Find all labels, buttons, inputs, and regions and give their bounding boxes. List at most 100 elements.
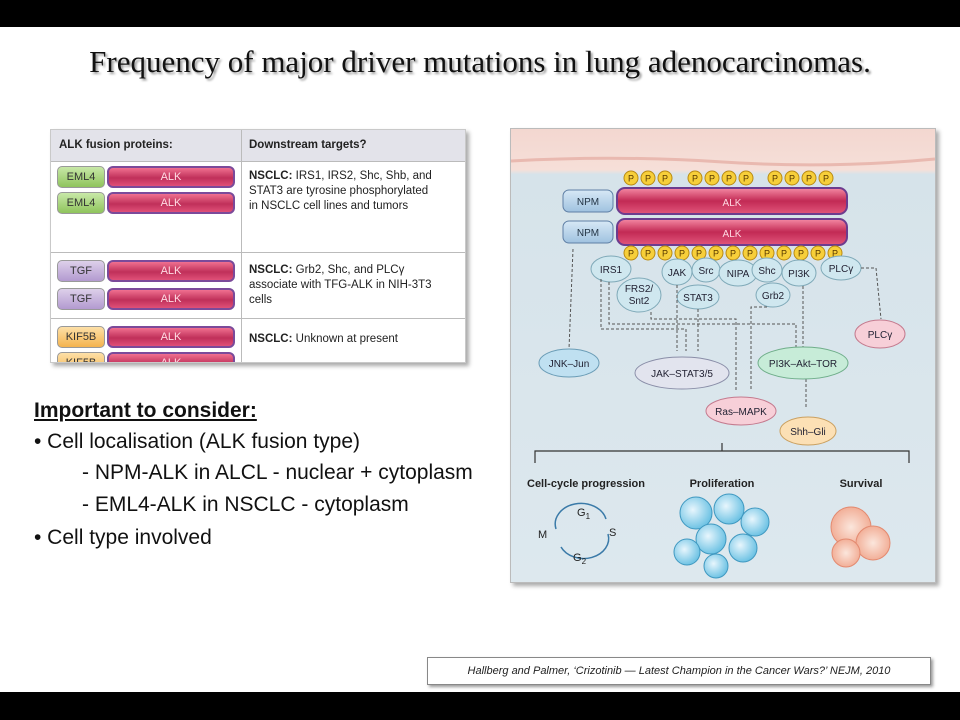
cell-cycle-graphic: G1 S G2 M [538, 502, 616, 566]
npm-label: NPM [577, 197, 599, 208]
header-fusion-proteins: ALK fusion proteins: [59, 139, 173, 151]
phospho-site [801, 170, 817, 186]
alk-label: ALK [723, 229, 742, 240]
arrow-frs2-ras [650, 312, 737, 391]
alk-domain: ALK [107, 326, 235, 348]
phospho-label: P [772, 174, 778, 184]
phospho-site [776, 245, 792, 261]
phospho-site [721, 170, 737, 186]
phospho-label: P [726, 174, 732, 184]
cell [703, 553, 729, 579]
text-line: cells [249, 294, 273, 306]
alk-domain: ALK [107, 288, 235, 310]
outcome-survival: Survival [840, 478, 883, 490]
adaptor-pi3k [781, 259, 817, 287]
adaptor-label: Shc [758, 266, 775, 277]
alk-domain-top [616, 187, 848, 215]
lead-label: NSCLC: [249, 264, 293, 276]
adaptor-grb2 [755, 282, 791, 308]
surviving-cell [831, 538, 861, 568]
pathway-label: JAK–STAT3/5 [651, 369, 713, 380]
phospho-label: P [747, 249, 753, 259]
phospho-label: P [628, 174, 634, 184]
alk-domain: ALK [107, 192, 235, 214]
npm-label: NPM [577, 228, 599, 239]
phospho-label: P [645, 174, 651, 184]
phospho-label: P [679, 249, 685, 259]
npm-domain [562, 220, 614, 244]
pathway-ras-mapk [705, 396, 777, 426]
text-line: in NSCLC cell lines and tumors [249, 200, 409, 212]
phospho-site [657, 170, 673, 186]
alk-fusion-table: ALK fusion proteins: Downstream targets?… [50, 129, 466, 363]
phospho-label: P [743, 174, 749, 184]
phospho-label: P [696, 249, 702, 259]
pathway-label: PLCγ [868, 330, 892, 341]
adaptor-label: STAT3 [683, 293, 713, 304]
phospho-label: P [798, 249, 804, 259]
fusion-partner-eml4: EML4 [57, 166, 105, 188]
sub-bullet-eml4-alk: - EML4-ALK in NSCLC - cytoplasm [82, 493, 409, 516]
adaptor-label: JAK [668, 268, 687, 279]
phospho-site [818, 170, 834, 186]
phospho-site [810, 245, 826, 261]
phospho-label: P [628, 249, 634, 259]
fusion-partner-kif5b: KIF5B [57, 352, 105, 362]
pathway-label: Shh–Gli [790, 427, 826, 438]
arrow-plcg [861, 267, 882, 320]
cell-membrane [511, 156, 935, 167]
proliferation-cells [673, 493, 770, 579]
pathway-plcg [854, 319, 906, 349]
phospho-site [640, 245, 656, 261]
adaptor-label: Grb2 [762, 291, 785, 302]
cycle-s: S [609, 527, 616, 539]
arrow-grb2-ras [750, 306, 767, 391]
header-downstream-targets: Downstream targets? [249, 139, 367, 151]
phospho-site [623, 245, 639, 261]
pathway-shh-gli [779, 416, 837, 446]
pathway-nodes: JNK–Jun JAK–STAT3/5 PI3K–Akt–TOR PLCγ Ra… [538, 319, 906, 446]
adaptor-frs2-snt2 [616, 277, 662, 313]
phospho-label: P [662, 249, 668, 259]
citation: Hallberg and Palmer, ‘Crizotinib — Lates… [427, 657, 931, 685]
fusion-partner-kif5b: KIF5B [57, 326, 105, 348]
downstream-text: NSCLC: IRS1, IRS2, Shc, Shb, and STAT3 a… [249, 169, 459, 214]
row-divider [51, 252, 465, 253]
adaptor-label: PI3K [788, 269, 810, 280]
adaptor-label: Snt2 [629, 296, 650, 307]
phospho-label: P [662, 174, 668, 184]
arrow-irs1-jakstat [600, 279, 687, 351]
adaptor-proteins: IRS1 FRS2/ Snt2 JAK Src STAT3 NIPA Shc P… [590, 255, 862, 313]
cell [728, 533, 758, 563]
phospho-site [704, 170, 720, 186]
survival-cells [830, 506, 891, 568]
phospho-label: P [789, 174, 795, 184]
adaptor-label: NIPA [727, 269, 750, 280]
pathway-jak-stat [634, 356, 730, 390]
phospho-label: P [713, 249, 719, 259]
phospho-site [708, 245, 724, 261]
text-line: Grb2, Shc, and PLCγ [295, 264, 405, 276]
alk-domain-bottom [616, 218, 848, 246]
phospho-label: P [823, 174, 829, 184]
adaptor-label: Src [699, 266, 714, 277]
cycle-arc [560, 533, 610, 560]
cell [679, 496, 713, 530]
lead-label: NSCLC: [249, 170, 293, 182]
phospho-site [657, 245, 673, 261]
bullet-cell-localisation: • Cell localisation (ALK fusion type) [34, 430, 361, 453]
cell [713, 493, 745, 525]
signal-arrows [568, 248, 882, 409]
text-line: IRS1, IRS2, Shc, Shb, and [295, 170, 432, 182]
pathway-label: PI3K–Akt–TOR [769, 359, 837, 370]
text-line: Unknown at present [295, 333, 398, 345]
cycle-g2: G2 [573, 552, 587, 566]
phospho-label: P [692, 174, 698, 184]
cycle-g1: G1 [577, 507, 591, 521]
bullet-heading: Important to consider: [34, 399, 257, 422]
phospho-label: P [815, 249, 821, 259]
alk-domain: ALK [107, 260, 235, 282]
